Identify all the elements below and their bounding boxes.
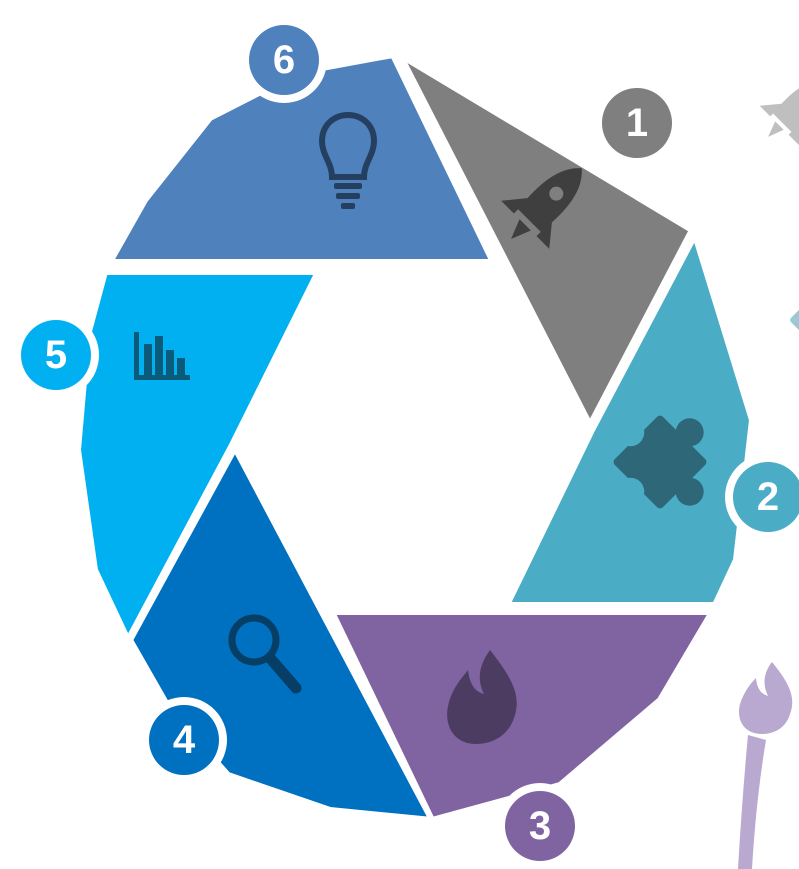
badge-6[interactable]: 6 [241, 17, 327, 103]
badge-5-number: 5 [45, 333, 67, 377]
flame-icon [447, 650, 517, 744]
badge-3-number: 3 [529, 804, 551, 848]
flame-icon [738, 662, 793, 734]
badge-5[interactable]: 5 [13, 312, 99, 398]
badge-4[interactable]: 4 [141, 697, 227, 783]
badge-6-number: 6 [273, 38, 295, 82]
bar-chart-icon [134, 332, 190, 380]
rocket-icon [501, 168, 582, 249]
puzzle-piece-icon [790, 290, 799, 350]
badge-1[interactable]: 1 [594, 80, 680, 166]
puzzle-piece-icon [613, 415, 707, 509]
rocket-icon [759, 80, 799, 146]
segment-icons [134, 111, 707, 744]
lightbulb-icon [318, 111, 378, 209]
badge-3[interactable]: 3 [497, 783, 583, 869]
torch-handle [738, 735, 766, 869]
magnifier-icon [228, 614, 302, 694]
badge-2-number: 2 [757, 475, 779, 519]
badge-2[interactable]: 2 [725, 454, 799, 540]
badge-4-number: 4 [173, 718, 196, 762]
badge-1-number: 1 [626, 101, 648, 145]
number-badges: 1 2 3 4 5 6 [13, 17, 799, 869]
